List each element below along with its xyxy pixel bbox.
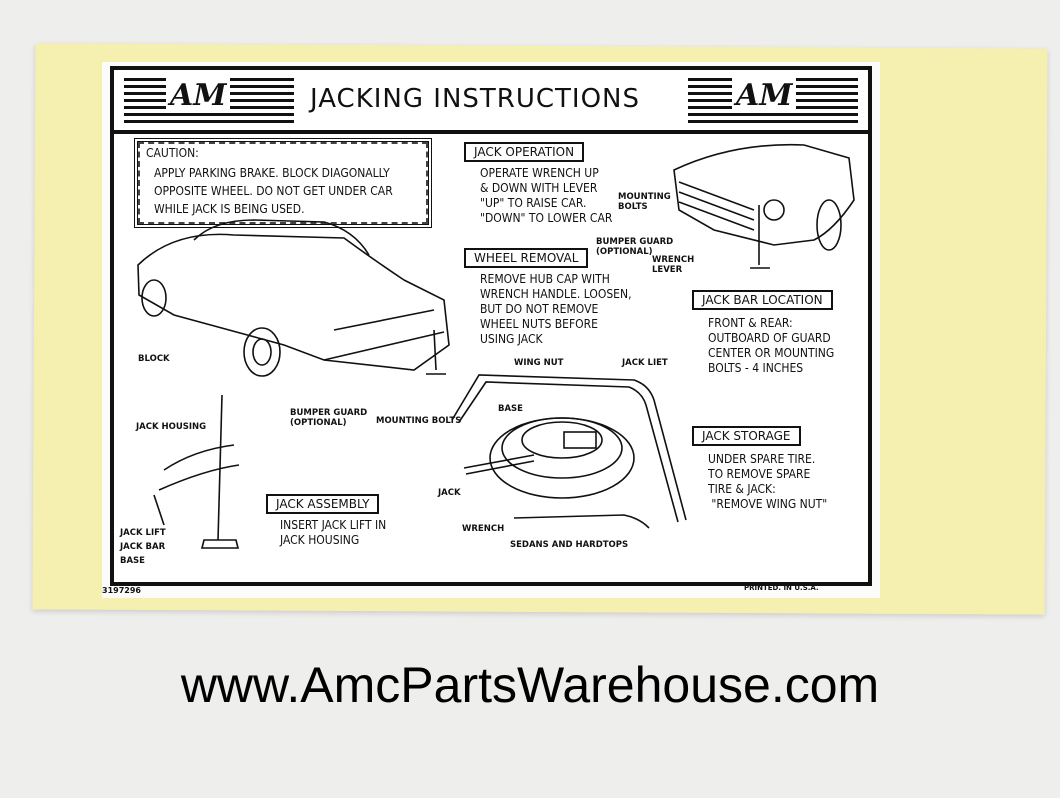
label-jack: JACK <box>438 488 461 498</box>
label-storage-base: BASE <box>498 404 523 414</box>
caution-box: CAUTION: APPLY PARKING BRAKE. BLOCK DIAG… <box>134 138 432 228</box>
label-bumper-guard-rear: BUMPER GUARD (OPTIONAL) <box>290 408 368 428</box>
am-logo-left: AM <box>166 78 231 113</box>
label-jack-housing: JACK HOUSING <box>136 422 207 432</box>
part-number: 3197296 <box>102 586 141 595</box>
decal-frame: AM JACKING INSTRUCTIONS AM CAUTION: APPL… <box>110 66 872 586</box>
label-wing-nut: WING NUT <box>514 358 564 368</box>
website-url: www.AmcPartsWarehouse.com <box>180 657 880 713</box>
spare-tire-storage-illustration <box>451 374 687 529</box>
rear-car-illustration <box>137 219 450 377</box>
jack-assembly-illustration <box>153 394 240 549</box>
jack-assembly-text: INSERT JACK LIFT IN JACK HOUSING <box>280 518 387 547</box>
caution-heading: CAUTION: <box>146 146 199 160</box>
wheel-removal-text: REMOVE HUB CAP WITH WRENCH HANDLE. LOOSE… <box>480 272 632 346</box>
jack-bar-location-heading: JACK BAR LOCATION <box>692 290 833 310</box>
label-wrench: WRENCH <box>462 524 505 534</box>
caution-text: APPLY PARKING BRAKE. BLOCK DIAGONALLY OP… <box>154 166 393 216</box>
label-base: BASE <box>120 556 145 566</box>
label-jack-bar: JACK BAR <box>120 542 166 552</box>
wheel-removal-heading: WHEEL REMOVAL <box>464 248 589 268</box>
am-logo-right: AM <box>732 78 797 113</box>
label-jack-liet: JACK LIET <box>622 358 668 368</box>
jack-storage-text: UNDER SPARE TIRE. TO REMOVE SPARE TIRE &… <box>708 452 828 511</box>
jack-operation-heading: JACK OPERATION <box>464 142 585 162</box>
label-sedans-and-hardtops: SEDANS AND HARDTOPS <box>510 540 629 550</box>
decal-title: JACKING INSTRUCTIONS <box>304 84 646 114</box>
printed-label: PRINTED. IN U.S.A. <box>744 584 819 592</box>
decal-header: AM JACKING INSTRUCTIONS AM <box>114 70 868 134</box>
label-wrench-lever: WRENCH LEVER <box>652 255 695 275</box>
label-jack-lift: JACK LIFT <box>120 528 166 538</box>
jack-bar-location-text: FRONT & REAR: OUTBOARD OF GUARD CENTER O… <box>708 316 835 375</box>
label-mounting-bolts-front: MOUNTING BOLTS <box>618 192 671 212</box>
jack-assembly-heading: JACK ASSEMBLY <box>266 494 380 514</box>
line-art-illustrations <box>137 143 855 549</box>
jack-operation-text: OPERATE WRENCH UP & DOWN WITH LEVER "UP"… <box>480 166 613 225</box>
label-mounting-bolts-rear: MOUNTING BOLTS <box>376 416 462 426</box>
front-car-illustration <box>673 143 855 269</box>
label-block: BLOCK <box>138 354 170 364</box>
label-bumper-guard-front: BUMPER GUARD (OPTIONAL) <box>596 237 674 257</box>
jack-storage-heading: JACK STORAGE <box>692 426 801 446</box>
